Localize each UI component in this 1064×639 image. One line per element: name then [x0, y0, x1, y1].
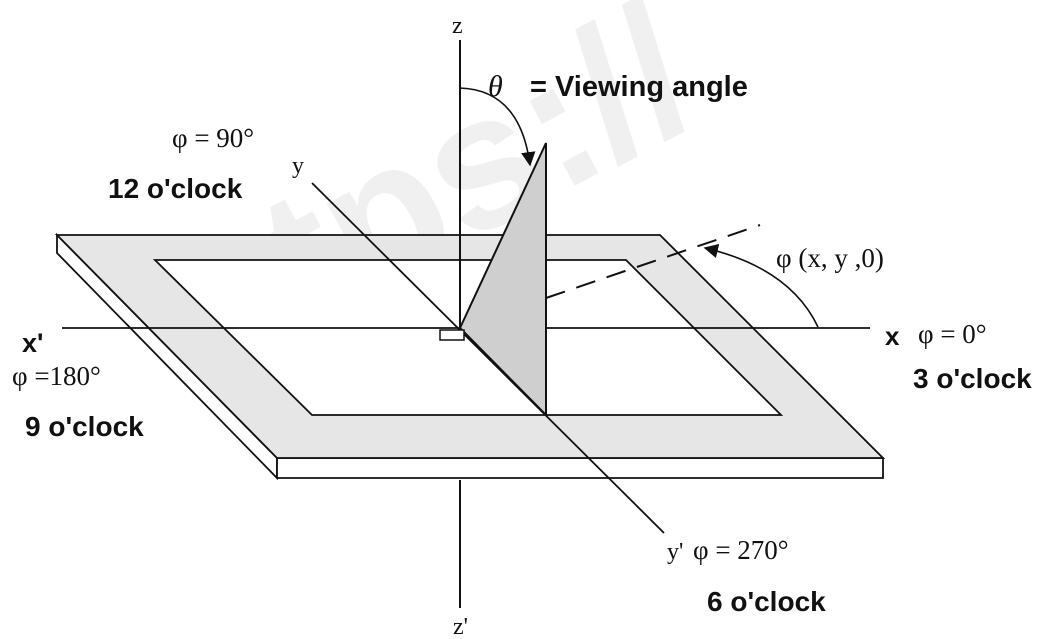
y-axis — [311, 182, 665, 534]
theta-symbol: θ — [488, 70, 503, 103]
z-prime-label: z' — [453, 614, 468, 639]
x-axis-label: x — [885, 321, 900, 351]
phi-xy0-label: φ (x, y ,0) — [776, 243, 884, 273]
viewing-plane — [458, 142, 547, 418]
viewing-angle-label: = Viewing angle — [530, 71, 748, 103]
y-prime-label: y' — [667, 539, 683, 565]
phi-270-label: φ = 270° — [693, 535, 789, 565]
phi-0-label: φ = 0° — [918, 319, 987, 349]
phi-arc-arrow — [703, 243, 819, 328]
clock-9-label: 9 o'clock — [25, 411, 144, 442]
theta-arc-arrow — [459, 87, 536, 167]
x-prime-label: x' — [22, 328, 43, 358]
z-axis-label: z — [452, 13, 463, 39]
clock-3-label: 3 o'clock — [913, 363, 1032, 394]
clock-6-label: 6 o'clock — [707, 586, 826, 617]
panel-front-edge — [276, 457, 884, 479]
origin-marker — [439, 329, 465, 341]
phi-projection-line — [545, 224, 761, 299]
y-axis-label: y — [292, 153, 304, 179]
clock-12-label: 12 o'clock — [108, 173, 243, 204]
phi-180-label: φ =180° — [12, 361, 101, 391]
phi-90-label: φ = 90° — [172, 123, 254, 153]
